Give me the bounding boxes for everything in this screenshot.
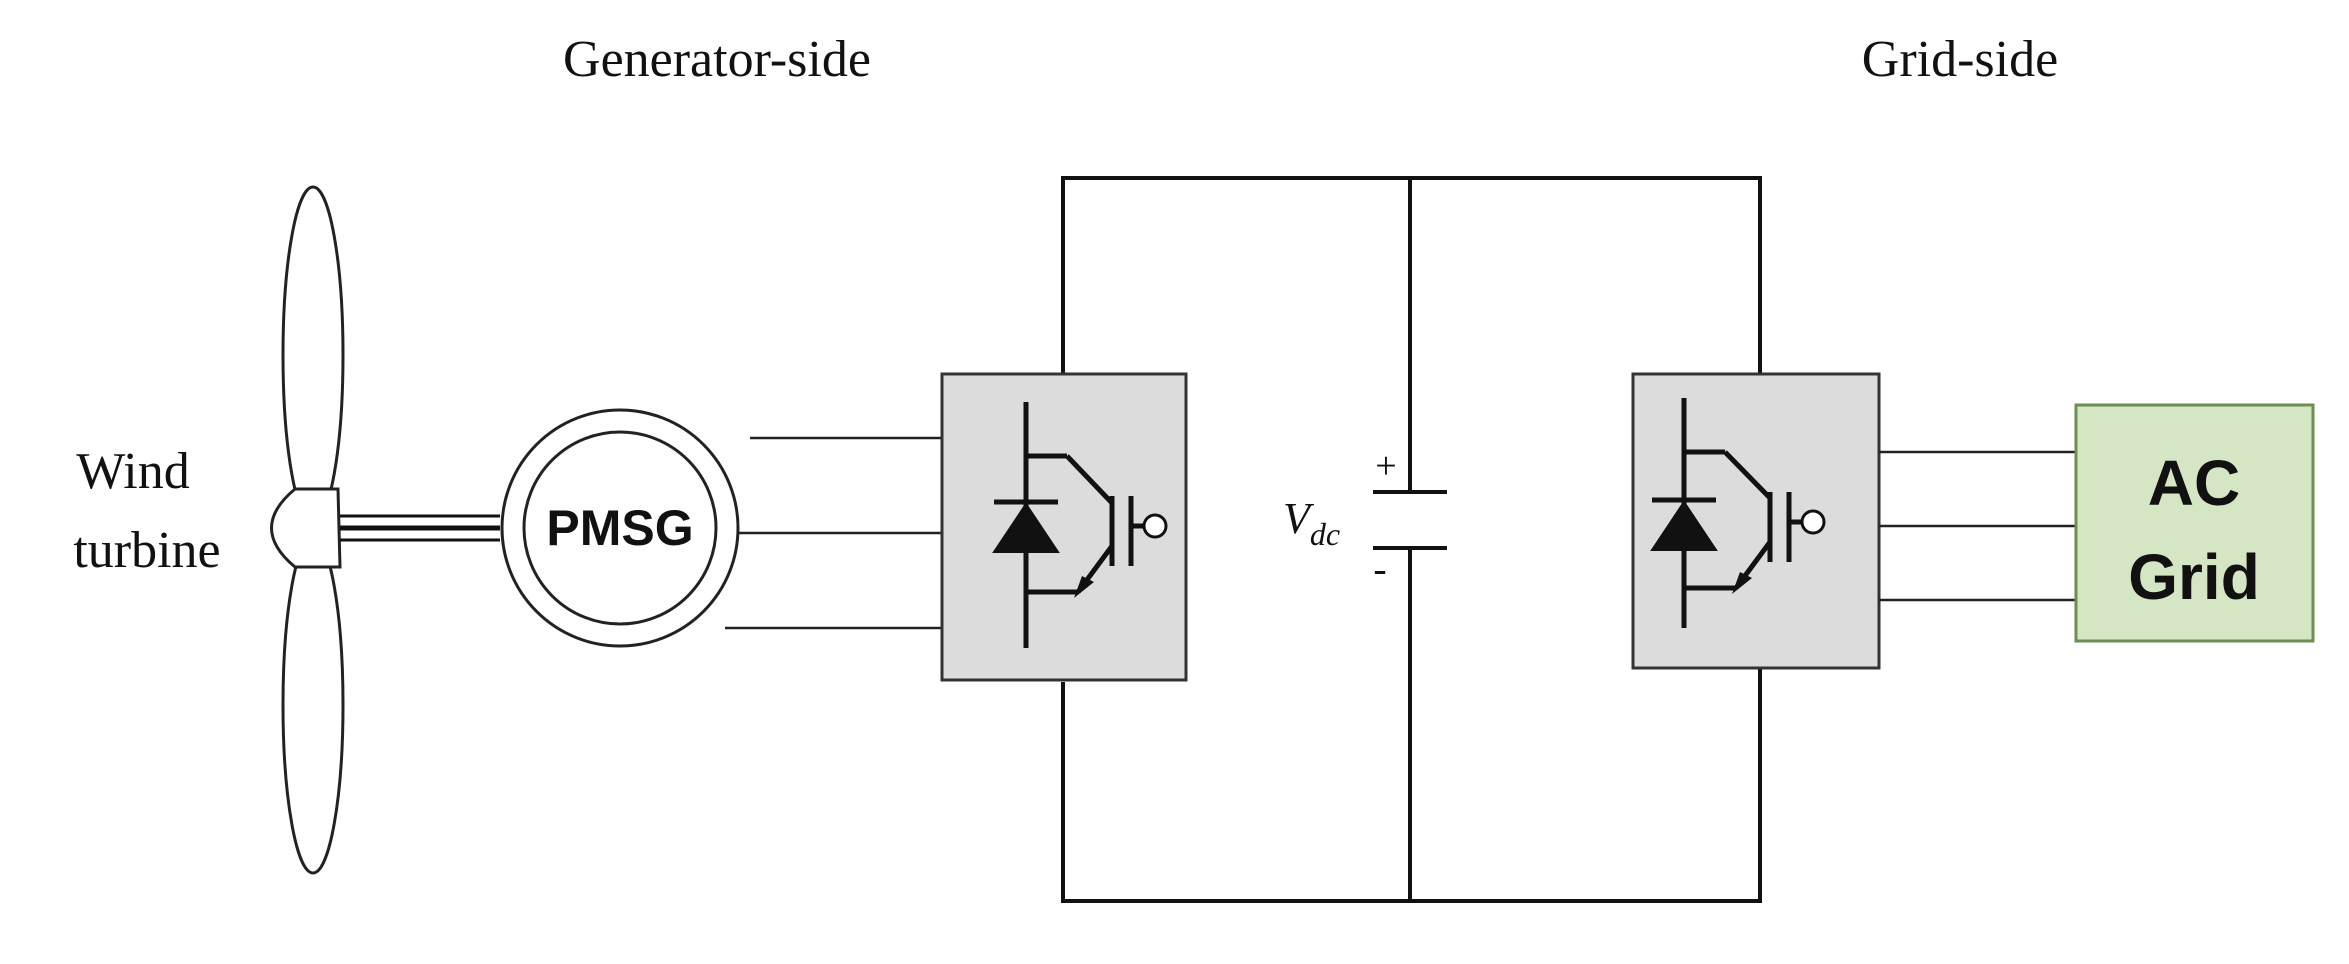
grid-side-label: Grid-side bbox=[1862, 31, 2058, 88]
grid-ac-wires bbox=[1879, 450, 2076, 602]
ac-grid-label-line2: Grid bbox=[2128, 541, 2260, 613]
generator-side-label: Generator-side bbox=[563, 31, 871, 88]
wind-turbine-label-line2: turbine bbox=[73, 522, 220, 579]
grid-side-converter bbox=[1631, 372, 1881, 670]
dc-link-wiring bbox=[1061, 176, 1762, 903]
ac-grid-label-line1: AC bbox=[2148, 447, 2240, 519]
vdc-label: Vdc bbox=[1283, 494, 1340, 552]
generator-ac-wires bbox=[725, 436, 942, 630]
pmsg-label: PMSG bbox=[546, 500, 693, 556]
capacitor-plus-sign: + bbox=[1375, 445, 1396, 487]
ac-grid-box bbox=[2074, 403, 2315, 643]
wind-turbine-icon bbox=[270, 185, 345, 875]
wind-turbine-label-line1: Wind bbox=[76, 443, 189, 500]
pmsg-generator bbox=[500, 408, 740, 648]
generator-side-converter bbox=[940, 372, 1188, 682]
capacitor-minus-sign: - bbox=[1373, 546, 1386, 591]
dc-capacitor bbox=[1373, 490, 1447, 550]
drive-shaft bbox=[340, 514, 500, 542]
